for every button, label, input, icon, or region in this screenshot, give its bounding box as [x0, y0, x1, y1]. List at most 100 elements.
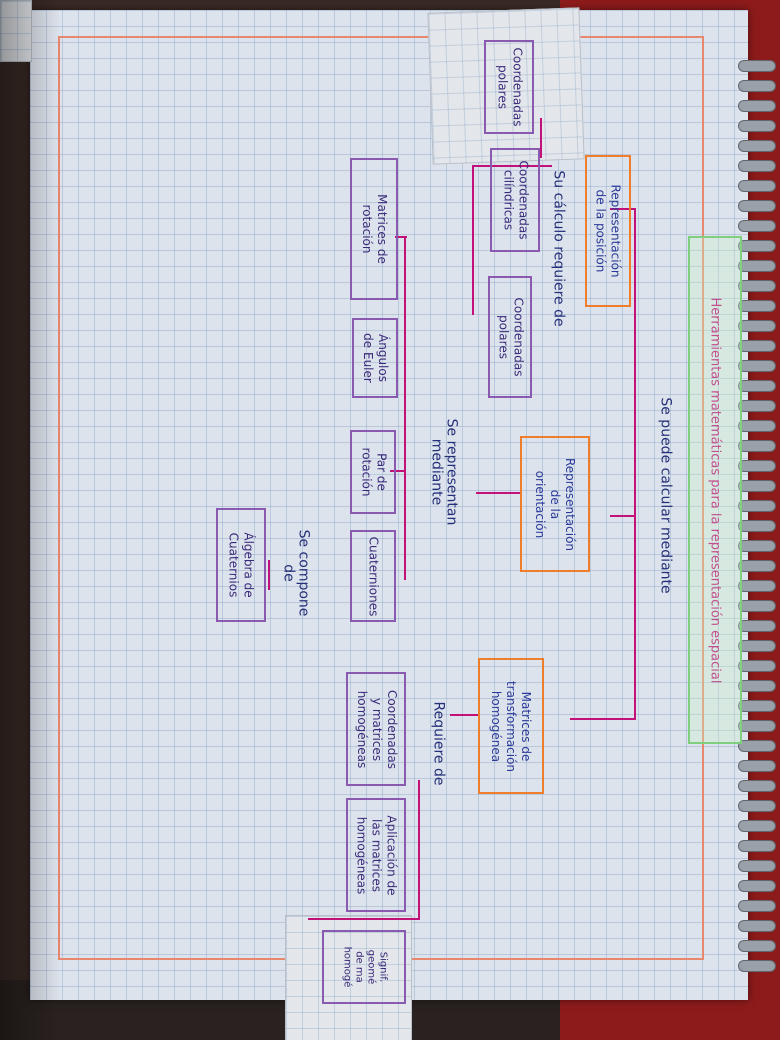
connector-line: [634, 208, 636, 720]
node-text: Matrices de rotación: [360, 194, 390, 264]
connector-line: [610, 208, 636, 210]
connector-text: Se representan mediante: [428, 418, 459, 526]
spiral-ring: [738, 640, 776, 652]
node-algebra-cuaternios: Álgebra de Cuaternios: [216, 508, 266, 622]
connector-line: [390, 470, 406, 472]
notebook-page: [30, 10, 748, 1000]
spiral-ring: [738, 600, 776, 612]
spiral-ring: [738, 780, 776, 792]
node-text: Aplicación de las matrices homogéneas: [354, 814, 399, 896]
connector-label: Se compone de: [270, 508, 320, 638]
spiral-ring: [738, 280, 776, 292]
spiral-ring: [738, 540, 776, 552]
node-text: Representación de la posición: [594, 184, 623, 278]
spiral-ring: [738, 900, 776, 912]
node-posicion: Representación de la posición: [585, 155, 631, 307]
node-matrices-rotacion: Matrices de rotación: [350, 158, 398, 300]
spiral-ring: [738, 240, 776, 252]
spiral-ring: [738, 80, 776, 92]
spiral-ring: [738, 260, 776, 272]
node-text: Matrices de transformación homogénea: [489, 680, 534, 772]
spiral-ring: [738, 300, 776, 312]
node-par-rotacion: Par de rotación: [350, 430, 396, 514]
node-significado-geometrico: Signif. geomé de ma homogé: [322, 930, 406, 1004]
photo-vignette: [0, 0, 60, 1040]
connector-line: [570, 718, 636, 720]
connector-line: [476, 492, 520, 494]
node-aplicacion-matrices: Aplicación de las matrices homogéneas: [346, 798, 406, 912]
spiral-ring: [738, 420, 776, 432]
spiral-ring: [738, 520, 776, 532]
spiral-ring: [738, 560, 776, 572]
node-text: Ángulos de Euler: [361, 333, 390, 383]
spiral-ring: [738, 380, 776, 392]
spiral-ring: [738, 940, 776, 952]
node-text: Coordenadas polares: [495, 47, 524, 127]
spiral-ring: [738, 360, 776, 372]
folded-flap-bottom: [285, 915, 412, 1040]
connector-label: Se representan mediante: [418, 402, 468, 542]
node-text: Representación de la orientación: [533, 457, 578, 551]
connector-line: [540, 118, 542, 158]
connector-line: [610, 515, 636, 517]
spiral-ring: [738, 580, 776, 592]
connector-line: [395, 236, 407, 238]
node-coordenadas-polares-top: Coordenadas polares: [484, 40, 534, 134]
connector-line: [404, 236, 406, 580]
connector-line: [268, 560, 270, 590]
spiral-ring: [738, 340, 776, 352]
spiral-ring: [738, 140, 776, 152]
node-text: Álgebra de Cuaternios: [227, 532, 257, 598]
spiral-ring: [738, 960, 776, 972]
spiral-ring: [738, 60, 776, 72]
spiral-ring: [738, 500, 776, 512]
spiral-ring: [738, 620, 776, 632]
folded-flap-corner: [0, 0, 32, 62]
spiral-binding: [738, 60, 778, 990]
spiral-ring: [738, 440, 776, 452]
node-coordenadas-cilindricas: Coordenadas cilíndricas: [490, 148, 540, 252]
spiral-ring: [738, 180, 776, 192]
node-text: Coordenadas cilíndricas: [501, 160, 530, 240]
spiral-ring: [738, 800, 776, 812]
node-coordenadas-homogeneas: Coordenadas y matrices homogéneas: [346, 672, 406, 786]
spiral-ring: [738, 680, 776, 692]
spiral-ring: [738, 840, 776, 852]
spiral-ring: [738, 100, 776, 112]
connector-text: Se compone de: [280, 529, 312, 617]
spiral-ring: [738, 120, 776, 132]
spiral-ring: [738, 760, 776, 772]
spiral-ring: [738, 660, 776, 672]
node-text: Par de rotación: [359, 447, 389, 497]
spiral-ring: [738, 200, 776, 212]
spiral-ring: [738, 740, 776, 752]
node-cuaterniones: Cuaterniones: [350, 530, 396, 622]
node-text: Coordenadas y matrices homogéneas: [354, 689, 399, 769]
spiral-ring: [738, 860, 776, 872]
connector-text: Su cálculo requiere de: [550, 169, 567, 327]
spiral-ring: [738, 220, 776, 232]
title-box: Herramientas matemáticas para la represe…: [688, 236, 742, 744]
node-coordenadas-polares: Coordenadas polares: [488, 276, 532, 398]
title-text: Herramientas matemáticas para la represe…: [707, 297, 723, 683]
node-text: Coordenadas polares: [496, 297, 525, 377]
spiral-ring: [738, 700, 776, 712]
connector-line: [418, 780, 420, 920]
node-text: Signif. geomé de ma homogé: [340, 946, 388, 988]
spiral-ring: [738, 160, 776, 172]
connector-line: [450, 714, 480, 716]
connector-label: Requiere de: [418, 688, 458, 798]
connector-text: Se puede calcular mediante: [657, 396, 674, 594]
connector-label: Se puede calcular mediante: [645, 360, 685, 630]
spiral-ring: [738, 460, 776, 472]
spiral-ring: [738, 820, 776, 832]
node-matrices-transformacion: Matrices de transformación homogénea: [478, 658, 544, 794]
connector-line: [472, 165, 552, 167]
spiral-ring: [738, 920, 776, 932]
connector-label: Su cálculo requiere de: [538, 148, 578, 348]
node-angulos-euler: Ángulos de Euler: [352, 318, 398, 398]
spiral-ring: [738, 720, 776, 732]
spiral-ring: [738, 480, 776, 492]
spiral-ring: [738, 400, 776, 412]
